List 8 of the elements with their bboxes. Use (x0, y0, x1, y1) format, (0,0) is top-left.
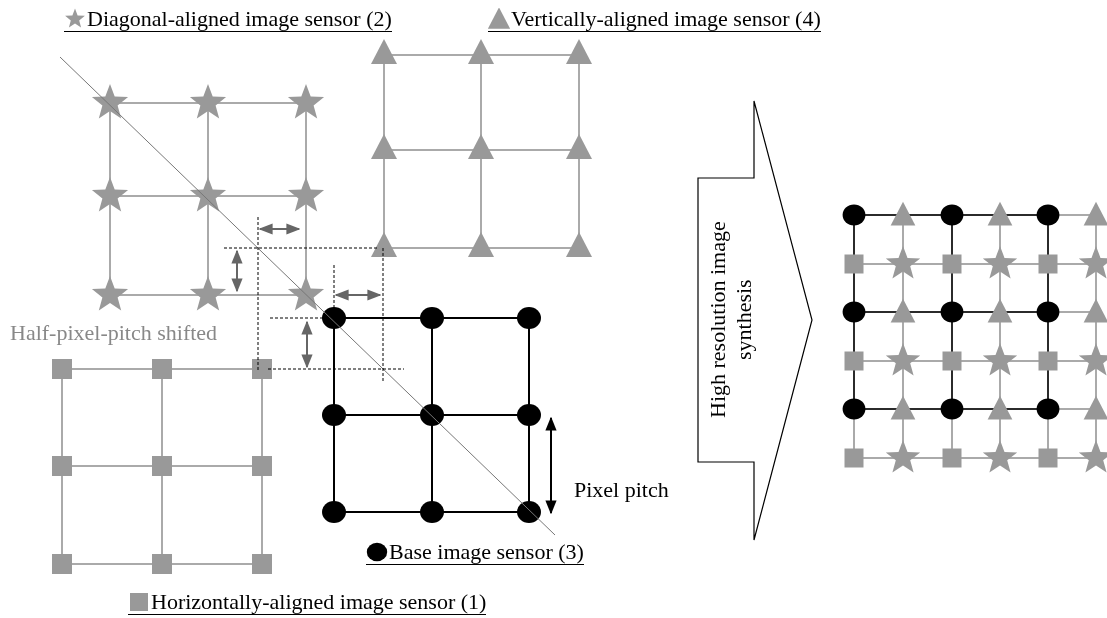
legend-text: Horizontally-aligned image sensor (1) (151, 591, 487, 613)
block-arrow (697, 100, 813, 541)
annotation-text: Half-pixel-pitch shifted (10, 321, 218, 345)
legend-text: Base image sensor (3) (389, 541, 584, 563)
dimension-label: Pixel pitch (574, 478, 669, 502)
arrow-label: High resolution image synthesis (705, 220, 757, 421)
legend-text: Vertically-aligned image sensor (4) (511, 8, 821, 30)
legend-text: Diagonal-aligned image sensor (2) (87, 8, 392, 30)
